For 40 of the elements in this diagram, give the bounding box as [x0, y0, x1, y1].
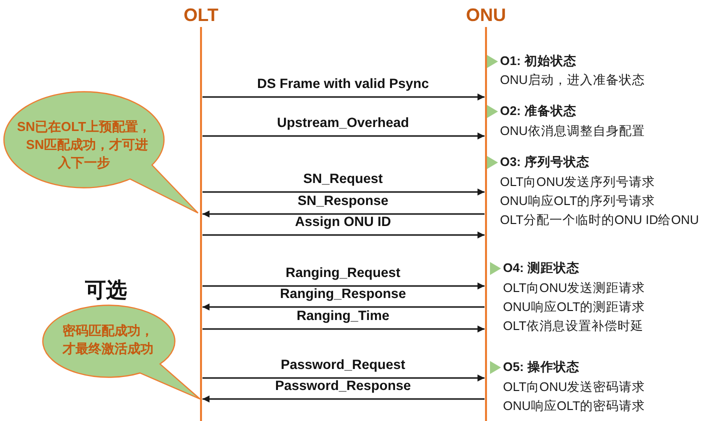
state-description: ONU依消息调整自身配置 — [500, 123, 645, 139]
state-heading: O5: 操作状态 — [503, 359, 580, 375]
arrow — [202, 94, 484, 100]
state-heading: O2: 准备状态 — [500, 103, 576, 119]
state-description: OLT向ONU发送测距请求 — [503, 280, 646, 296]
edge-label: Ranging_Request — [286, 265, 400, 281]
edge-label: Upstream_Overhead — [276, 115, 410, 131]
arrow — [202, 282, 484, 290]
bubble-heading: 可选 — [84, 279, 128, 303]
arrow — [202, 232, 484, 238]
edge-label: DS Frame with valid Psync — [257, 76, 429, 92]
edge-label: Ranging_Response — [280, 286, 406, 302]
state-description: ONU启动，进入准备状态 — [500, 72, 645, 88]
state-description: ONU响应OLT的序列号请求 — [500, 193, 656, 209]
lifeline-title: OLT — [182, 5, 220, 25]
arrow — [202, 132, 484, 140]
state-description: OLT依消息设置补偿时延 — [503, 318, 644, 334]
arrow — [202, 326, 484, 332]
lifeline-title: ONU — [465, 5, 507, 25]
state-description: ONU响应OLT的测距请求 — [503, 299, 646, 315]
arrow — [202, 396, 484, 402]
state-description: OLT分配一个临时的ONU ID给ONU — [500, 212, 699, 228]
state-heading: O3: 序列号状态 — [500, 154, 590, 170]
state-heading: O4: 测距状态 — [503, 260, 580, 276]
bubble-text: 密码匹配成功，才最终激活成功 — [61, 322, 154, 358]
state-description: OLT向ONU发送序列号请求 — [500, 174, 656, 190]
state-description: ONU响应OLT的密码请求 — [503, 398, 646, 414]
edge-label: Password_Response — [275, 378, 411, 394]
edge-label: SN_Request — [303, 171, 383, 187]
state-heading: O1: 初始状态 — [500, 53, 576, 69]
arrow — [202, 210, 484, 218]
edge-label: Ranging_Time — [296, 308, 390, 324]
edge-label: SN_Response — [298, 193, 388, 209]
edge-label: Assign ONU ID — [295, 214, 391, 230]
edge-label: Password_Request — [280, 357, 406, 373]
state-description: OLT向ONU发送密码请求 — [503, 379, 646, 395]
arrow — [202, 304, 484, 310]
arrow — [202, 374, 484, 382]
bubble-text: SN已在OLT上预配置，SN匹配成功，才可进入下一步 — [16, 118, 152, 172]
arrow — [202, 188, 484, 196]
